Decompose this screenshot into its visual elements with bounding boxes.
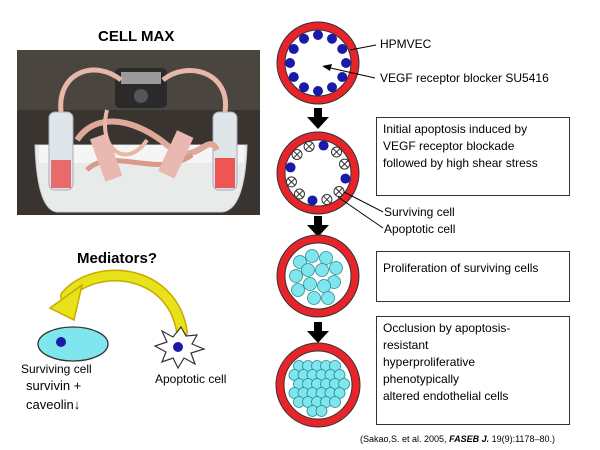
marker-caveolin: caveolin↓	[26, 397, 81, 412]
endothelial-cell	[313, 86, 323, 96]
stage-arrow-1	[307, 108, 329, 129]
stage-arrow-3	[307, 322, 329, 343]
proliferating-cell	[289, 269, 303, 283]
stage4-line-2: resistant	[383, 338, 429, 352]
endothelial-cell	[327, 82, 337, 93]
apoptotic-cross	[335, 187, 343, 196]
marker-survivin: survivin +	[26, 378, 82, 393]
stage4-line-4: phenotypically	[383, 372, 460, 386]
apoptotic-cross	[340, 160, 349, 168]
endothelial-cell	[337, 72, 348, 82]
citation-journal: FASEB J.	[449, 434, 490, 444]
surviving-cell	[307, 195, 318, 206]
apoptotic-cross	[293, 150, 301, 159]
endothelial-cell	[288, 44, 299, 54]
mediators-surviving-label: Surviving cell	[21, 362, 92, 376]
endothelial-cell	[337, 44, 348, 54]
mediators-apoptotic-label: Apoptotic cell	[155, 372, 227, 386]
apoptotic-cell-nucleus	[173, 342, 183, 352]
apoptotic-cross	[332, 148, 341, 156]
proliferating-cells	[289, 249, 343, 305]
stage2-description-box: Initial apoptosis induced by VEGF recept…	[376, 117, 570, 196]
proliferating-cell	[307, 291, 321, 305]
label-apoptotic-cell: Apoptotic cell	[384, 222, 456, 236]
endothelial-cell	[299, 82, 309, 93]
apoptotic-cross	[323, 195, 331, 204]
apoptotic-cross	[287, 178, 296, 186]
curved-arrow-head	[48, 283, 84, 322]
occluding-cells	[288, 360, 350, 417]
surviving-cell	[318, 140, 329, 151]
proliferating-cell	[301, 263, 315, 277]
surviving-cell-nucleus	[56, 337, 66, 347]
proliferating-cell	[317, 279, 331, 293]
proliferating-cell	[305, 249, 319, 263]
endothelial-cell	[299, 33, 309, 44]
stage4-line-3: hyperproliferative	[383, 355, 476, 369]
surviving-cell	[285, 162, 296, 173]
mixed-cells	[285, 140, 351, 206]
proliferating-cell	[291, 283, 305, 297]
label-vegf-blocker: VEGF receptor blocker SU5416	[380, 71, 549, 85]
citation-suffix: 19(9):1178–80.)	[489, 434, 555, 444]
vessel-stage-4	[275, 342, 361, 428]
proliferating-cell	[329, 261, 343, 275]
stage2-line-3: followed by high shear stress	[383, 156, 538, 170]
endothelial-cell	[313, 30, 323, 40]
surviving-cell	[340, 173, 351, 184]
apparatus-illustration	[17, 50, 260, 215]
apoptotic-cross	[305, 142, 313, 151]
vessel-stage-3	[276, 234, 360, 318]
occluding-cell	[315, 405, 328, 417]
endothelial-cell	[285, 58, 295, 68]
endothelial-cells	[285, 30, 351, 96]
proliferating-cell	[319, 251, 333, 265]
stage-arrow-2	[307, 216, 329, 237]
apoptotic-cross	[295, 190, 304, 198]
vessel-stage-1	[276, 21, 377, 105]
vessel-stage-2	[276, 131, 384, 229]
occluding-cell	[329, 396, 341, 408]
stage4-line-5: altered endothelial cells	[383, 389, 509, 403]
stage2-line-2: VEGF receptor blockade	[383, 139, 515, 153]
proliferating-cell	[321, 291, 335, 305]
stage4-description-box: Occlusion by apoptosis- resistant hyperp…	[376, 316, 570, 425]
endothelial-cell	[288, 72, 299, 82]
stage3-line: Proliferation of surviving cells	[383, 261, 539, 275]
endothelial-cell	[327, 33, 337, 44]
stage4-line-1: Occlusion by apoptosis-	[383, 321, 511, 335]
citation: (Sakao,S. et al. 2005, FASEB J. 19(9):11…	[360, 434, 555, 444]
proliferating-cell	[315, 263, 329, 277]
surviving-cell-shape	[37, 326, 109, 362]
label-surviving-cell: Surviving cell	[384, 205, 455, 219]
cellmax-apparatus-photo	[17, 50, 260, 215]
citation-prefix: (Sakao,S. et al. 2005,	[360, 434, 450, 444]
endothelial-cell	[341, 58, 351, 68]
proliferating-cell	[303, 277, 317, 291]
label-hpmvec: HPMVEC	[380, 37, 432, 51]
stage2-line-1: Initial apoptosis induced by	[383, 122, 528, 136]
stage3-description-box: Proliferation of surviving cells	[376, 251, 570, 302]
photo-title: CELL MAX	[98, 28, 175, 45]
mediators-title: Mediators?	[77, 250, 158, 267]
